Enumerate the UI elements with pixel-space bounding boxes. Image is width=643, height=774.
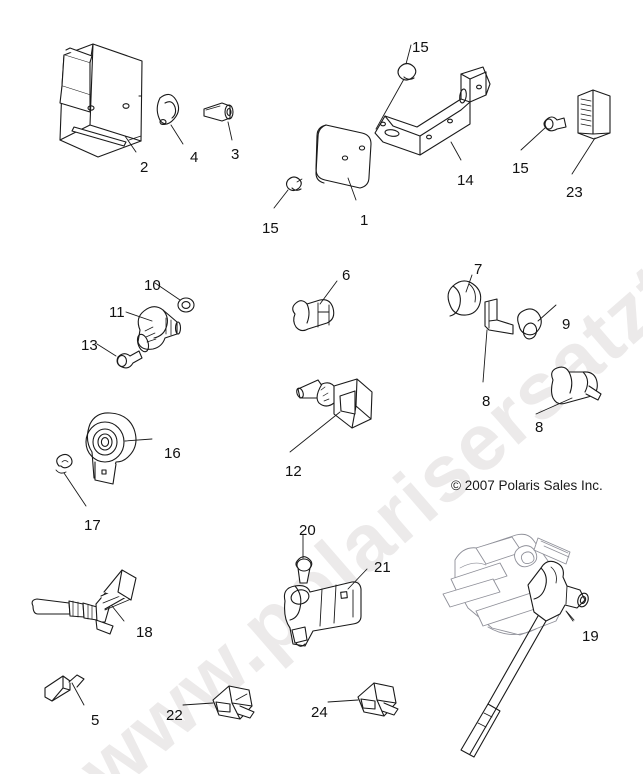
callout-10: 10 bbox=[144, 277, 161, 294]
callout-11: 11 bbox=[109, 304, 125, 321]
part-electronic-control-module bbox=[59, 43, 143, 158]
callout-18: 18 bbox=[136, 624, 153, 641]
callout-22: 22 bbox=[166, 707, 183, 724]
callout-3: 3 bbox=[231, 146, 240, 163]
copyright-notice: © 2007 Polaris Sales Inc. bbox=[451, 478, 603, 493]
callout-12: 12 bbox=[285, 463, 302, 480]
callout-5: 5 bbox=[91, 712, 100, 729]
part-screw-flanged-d bbox=[295, 534, 313, 584]
callout-20: 20 bbox=[299, 522, 316, 539]
part-cover-pad bbox=[315, 124, 372, 201]
callout-15-c: 15 bbox=[512, 160, 529, 177]
callout-8-b: 8 bbox=[535, 419, 544, 436]
callout-6: 6 bbox=[342, 267, 351, 284]
part-cap-boot bbox=[447, 274, 482, 317]
part-screw-flanged-b bbox=[397, 44, 417, 81]
callout-19: 19 bbox=[582, 628, 599, 645]
part-pin-dowel bbox=[44, 674, 85, 706]
part-speed-sensor bbox=[85, 412, 153, 485]
callout-16: 16 bbox=[164, 445, 181, 462]
callout-15-b: 15 bbox=[412, 39, 429, 56]
part-mounting-bracket bbox=[374, 66, 491, 161]
part-o-ring bbox=[154, 282, 195, 313]
callout-13: 13 bbox=[81, 337, 98, 354]
part-screw-flanged-a bbox=[273, 176, 303, 209]
callout-4: 4 bbox=[190, 149, 199, 166]
part-switch-plunger bbox=[292, 280, 338, 332]
part-connector-small-a bbox=[182, 685, 255, 720]
callout-9: 9 bbox=[562, 316, 571, 333]
callout-23: 23 bbox=[566, 184, 583, 201]
callout-7: 7 bbox=[474, 261, 483, 278]
part-map-sensor bbox=[283, 568, 368, 647]
part-clip-retainer bbox=[156, 93, 184, 145]
part-nut-collar bbox=[517, 304, 557, 340]
part-elbow-fitting bbox=[125, 306, 182, 353]
callout-14: 14 bbox=[457, 172, 474, 189]
part-sensor-probe bbox=[31, 569, 137, 635]
part-screw-small bbox=[96, 343, 143, 369]
callout-1: 1 bbox=[360, 212, 369, 229]
callout-2: 2 bbox=[140, 159, 149, 176]
callout-24: 24 bbox=[311, 704, 328, 721]
part-sensor-angled bbox=[535, 366, 602, 415]
part-temperature-sensor bbox=[289, 378, 373, 453]
callout-8-a: 8 bbox=[482, 393, 491, 410]
part-bolt-pin bbox=[203, 102, 234, 141]
callout-15-a: 15 bbox=[262, 220, 279, 237]
callout-17: 17 bbox=[84, 517, 101, 534]
part-19-sensor-and-cable bbox=[460, 560, 589, 758]
callout-21: 21 bbox=[374, 559, 391, 576]
part-screw-flanged-c bbox=[520, 116, 567, 151]
part-terminal-blade bbox=[482, 298, 514, 383]
part-e-clip bbox=[55, 453, 87, 507]
part-connector-small-b bbox=[327, 682, 399, 717]
part-relay-module bbox=[571, 89, 611, 175]
